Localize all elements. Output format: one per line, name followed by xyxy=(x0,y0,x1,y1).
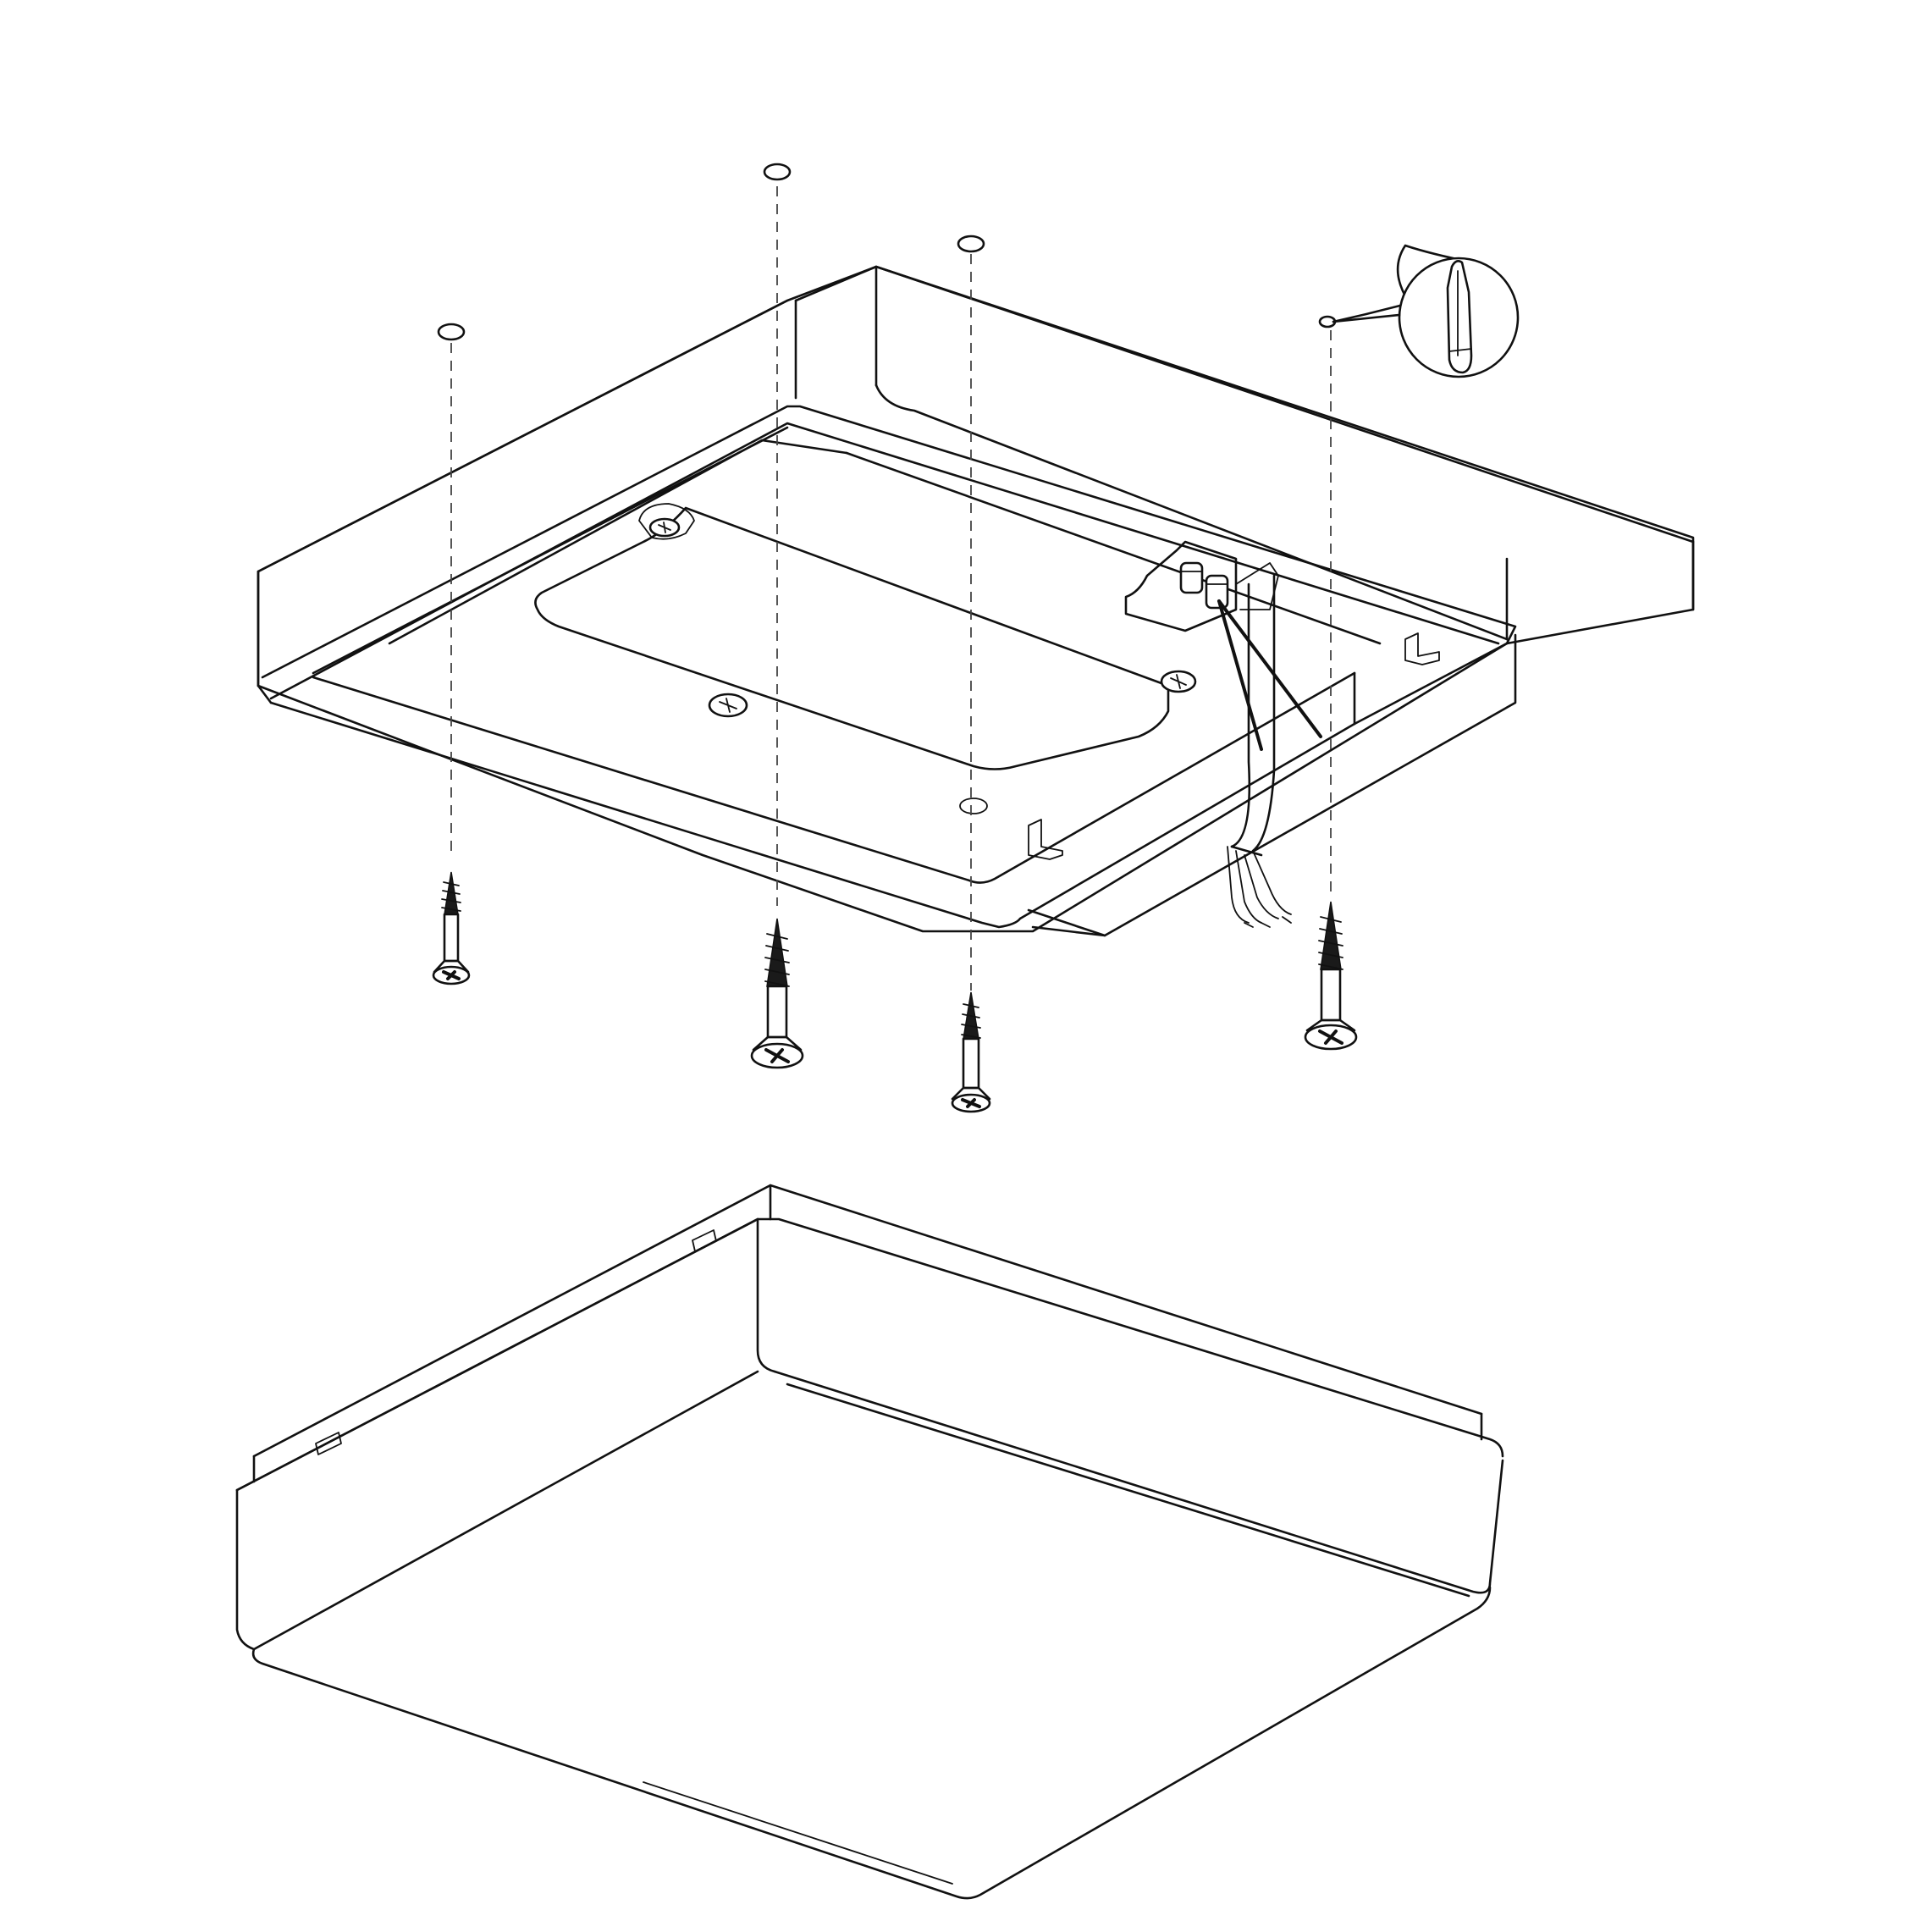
wall-plug-icon xyxy=(1446,260,1473,374)
drill-holes xyxy=(437,163,1337,341)
power-cable xyxy=(1217,574,1322,928)
alignment-guides xyxy=(450,186,1332,991)
mounting-base xyxy=(257,265,1695,937)
wood-screw-icon xyxy=(432,871,471,985)
drill-hole-icon xyxy=(957,235,985,253)
diffuser-cover xyxy=(235,1184,1504,1900)
wall-plug-callout xyxy=(1332,244,1520,378)
terminal-block xyxy=(1124,540,1279,632)
wood-screw-icon xyxy=(1304,901,1358,1051)
wood-screw-icon xyxy=(750,918,804,1069)
drill-hole-icon xyxy=(437,323,466,341)
wood-screw-icon xyxy=(951,991,991,1113)
screws xyxy=(432,871,1358,1113)
drill-hole-icon xyxy=(763,163,792,181)
